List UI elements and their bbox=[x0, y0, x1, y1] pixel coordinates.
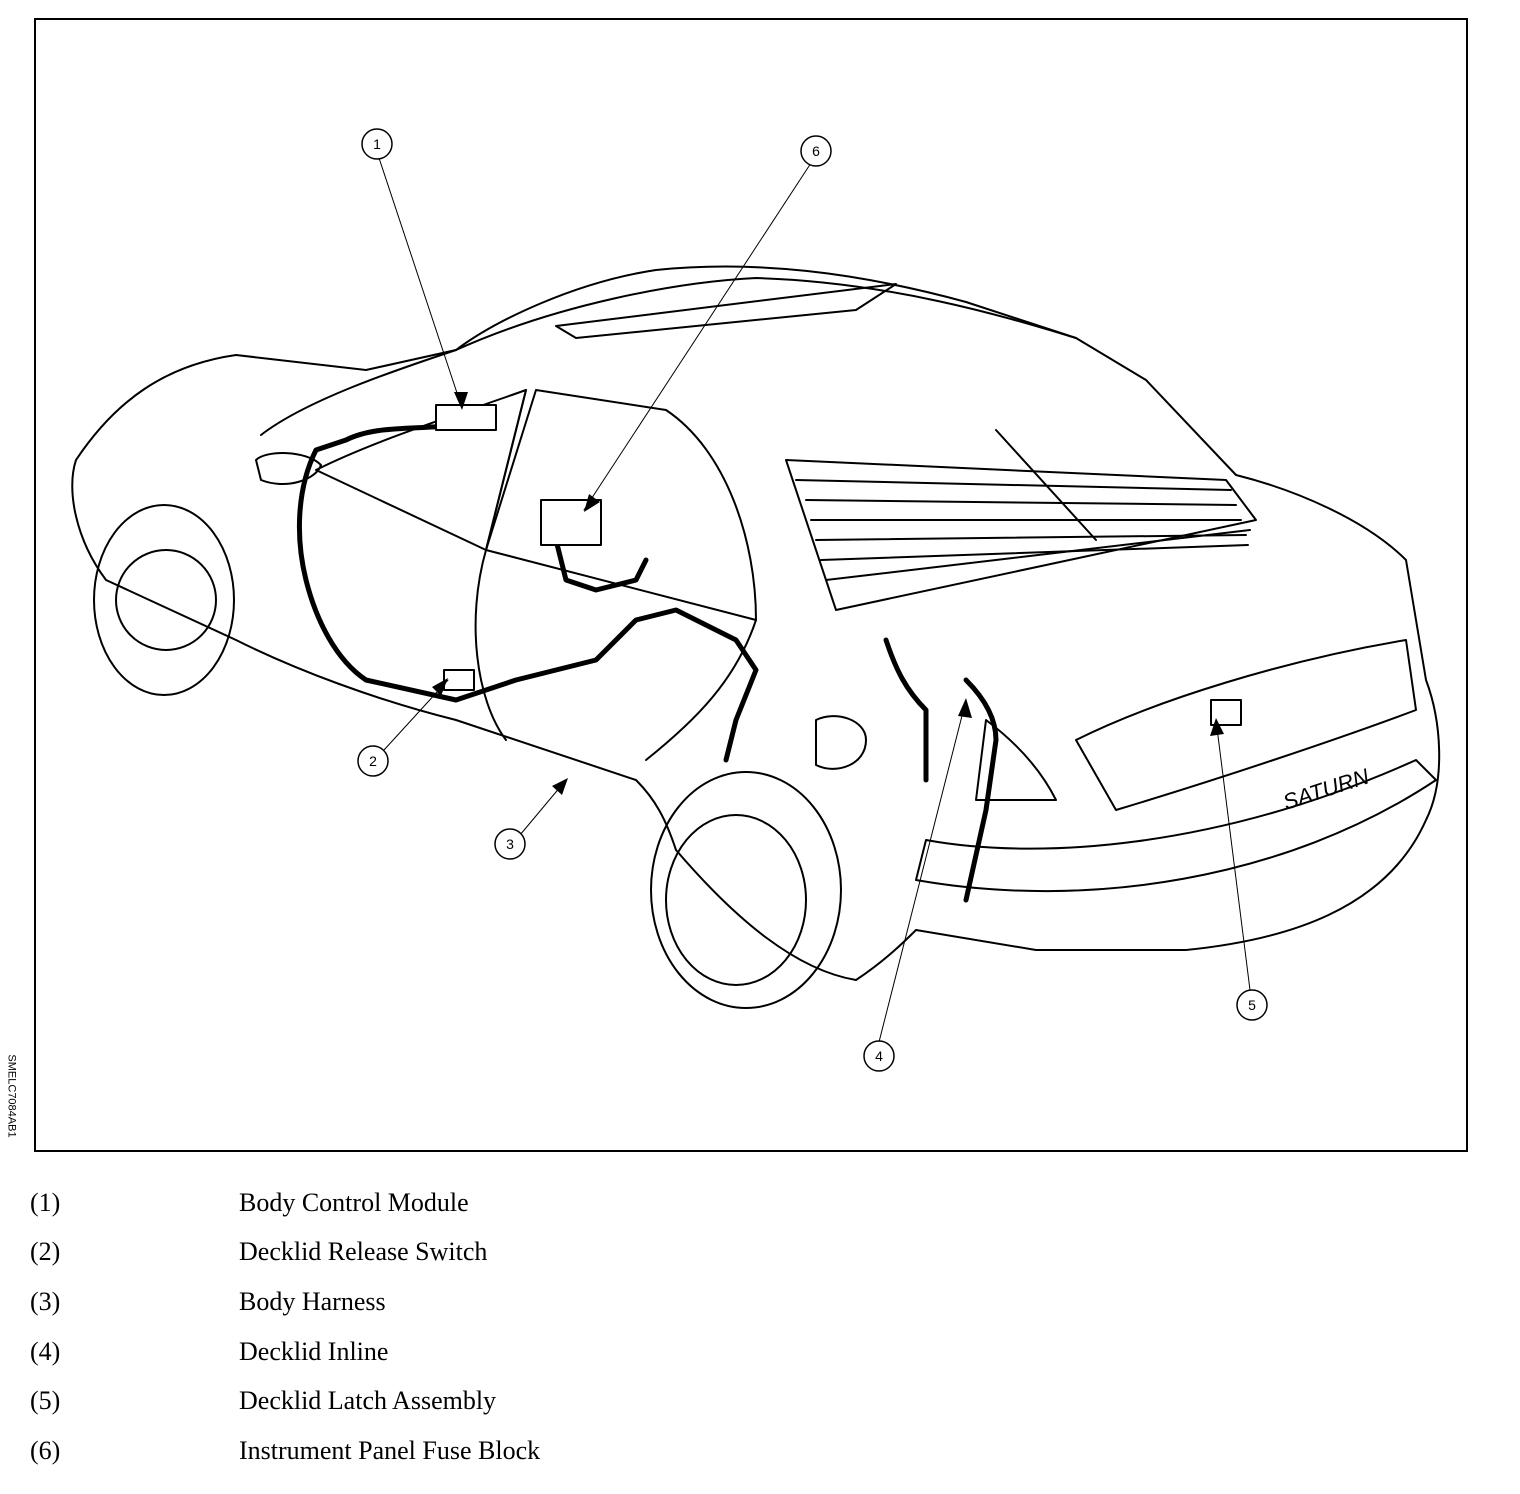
legend-row-2: (2) Decklid Release Switch bbox=[30, 1228, 930, 1278]
rear-bumper bbox=[915, 759, 1437, 893]
b-pillar bbox=[485, 389, 527, 551]
rear-window-line-5 bbox=[820, 544, 1249, 561]
roof-line bbox=[455, 277, 1077, 351]
arrowhead-2 bbox=[432, 678, 448, 696]
legend-row-3: (3) Body Harness bbox=[30, 1277, 930, 1327]
legend-num: (2) bbox=[30, 1237, 61, 1267]
legend-num: (1) bbox=[30, 1187, 61, 1217]
arrowhead-3 bbox=[552, 778, 568, 795]
tail-light-left bbox=[975, 719, 1057, 801]
leader-4 bbox=[878, 699, 967, 1043]
callout-number-2: 2 bbox=[369, 753, 377, 769]
rear-window-line-1 bbox=[795, 479, 1232, 491]
legend-num: (3) bbox=[30, 1286, 61, 1316]
callout-circle-5 bbox=[1236, 989, 1268, 1021]
arrowhead-1 bbox=[454, 392, 468, 410]
callout-number-6: 6 bbox=[812, 143, 820, 159]
arrowhead-4 bbox=[958, 698, 972, 718]
side-mirror bbox=[255, 452, 322, 485]
car-wiring-illustration: 1 2 3 4 5 6 SATURN bbox=[71, 128, 1441, 1072]
leader-1 bbox=[378, 157, 463, 409]
rear-wheel-tire bbox=[650, 771, 842, 1009]
callout-circle-6 bbox=[800, 135, 832, 167]
front-wheel-tire bbox=[93, 504, 235, 696]
car-body-outline bbox=[71, 265, 1441, 981]
legend-num: (5) bbox=[30, 1386, 61, 1416]
arrowhead-6 bbox=[584, 494, 600, 512]
legend-num: (6) bbox=[30, 1435, 61, 1465]
legend-row-4: (4) Decklid Inline bbox=[30, 1327, 930, 1377]
legend-label: Body Control Module bbox=[239, 1187, 469, 1217]
body-harness-wire bbox=[296, 422, 759, 763]
front-wheel bbox=[115, 549, 217, 651]
callout-number-5: 5 bbox=[1248, 997, 1256, 1013]
callout-circle-2 bbox=[357, 745, 389, 777]
decklid-wire bbox=[883, 637, 999, 903]
fuel-door bbox=[815, 715, 867, 770]
saturn-badge: SATURN bbox=[1280, 763, 1372, 814]
legend-row-5: (5) Decklid Latch Assembly bbox=[30, 1376, 930, 1426]
callout-number-1: 1 bbox=[373, 136, 381, 152]
decklid-release-switch bbox=[443, 669, 475, 691]
callout-number-3: 3 bbox=[506, 836, 514, 852]
callout-circle-4 bbox=[863, 1040, 895, 1072]
legend-row-1: (1) Body Control Module bbox=[30, 1178, 930, 1228]
legend-label: Body Harness bbox=[239, 1286, 386, 1316]
arrowhead-5 bbox=[1210, 718, 1224, 736]
callout-circle-1 bbox=[361, 128, 393, 160]
callout-number-4: 4 bbox=[875, 1048, 883, 1064]
rear-window-line-2 bbox=[805, 499, 1237, 506]
rear-window-line-6 bbox=[825, 529, 1251, 581]
diagram-frame: 1 2 3 4 5 6 SATURN bbox=[34, 18, 1468, 1152]
legend-label: Decklid Latch Assembly bbox=[239, 1386, 497, 1416]
rear-wheel bbox=[665, 814, 807, 986]
rear-window-line-4 bbox=[815, 534, 1247, 541]
rear-window-defrost bbox=[995, 429, 1097, 541]
legend-row-6: (6) Instrument Panel Fuse Block bbox=[30, 1426, 930, 1476]
door-window-rear bbox=[485, 389, 757, 621]
door-rear-edge bbox=[645, 619, 757, 761]
legend-label: Decklid Inline bbox=[239, 1336, 389, 1366]
legend-label: Decklid Release Switch bbox=[239, 1237, 488, 1267]
legend-num: (4) bbox=[30, 1336, 61, 1366]
leader-5 bbox=[1215, 719, 1251, 991]
rear-window bbox=[785, 459, 1257, 611]
figure-id-container: SMELC7084AB1 bbox=[5, 1050, 28, 1150]
legend: (1) Body Control Module (2) Decklid Rele… bbox=[30, 1178, 930, 1476]
door-split bbox=[474, 549, 507, 741]
body-control-module bbox=[435, 404, 497, 431]
legend-label: Instrument Panel Fuse Block bbox=[239, 1435, 541, 1465]
leader-6 bbox=[583, 162, 812, 511]
door-window-front bbox=[315, 389, 527, 551]
windshield-top bbox=[260, 349, 457, 436]
callout-circle-3 bbox=[494, 828, 526, 860]
fuse-block-wire bbox=[553, 537, 649, 593]
sunroof bbox=[555, 283, 897, 339]
decklid bbox=[1075, 639, 1417, 811]
figure-id: SMELC7084AB1 bbox=[5, 1054, 18, 1138]
